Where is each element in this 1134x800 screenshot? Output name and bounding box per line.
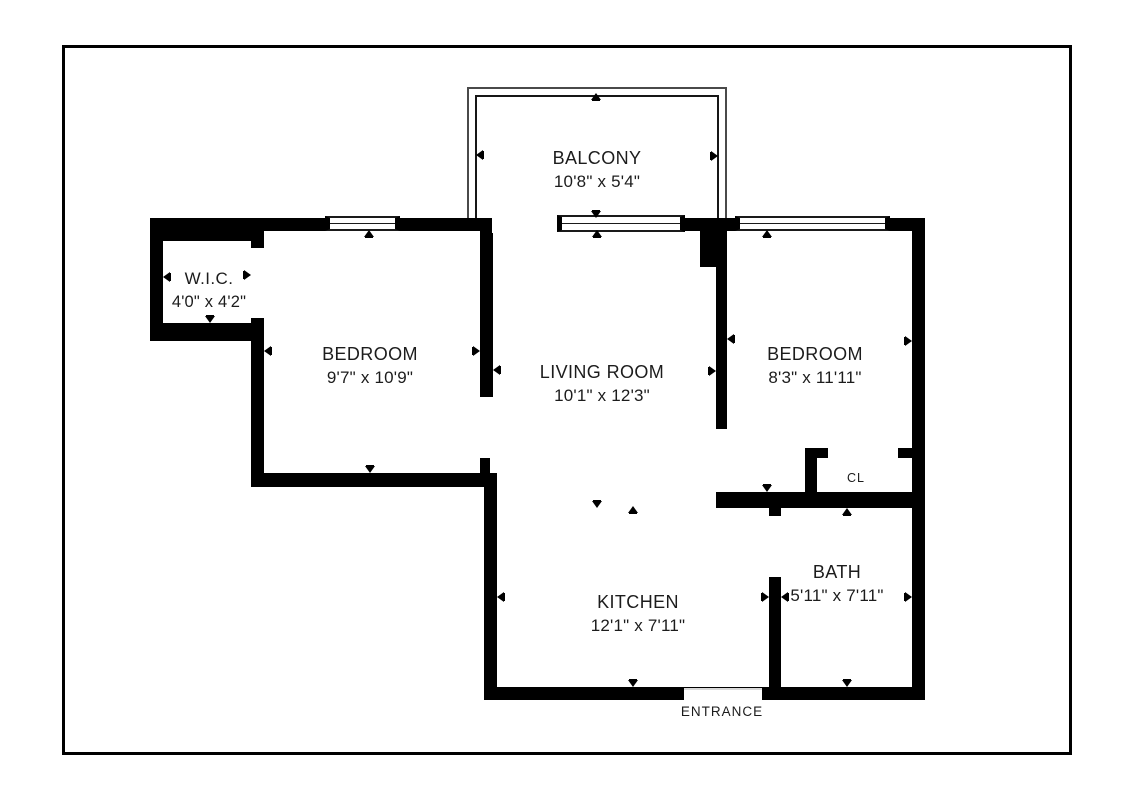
dim-arrow-left-icon (493, 365, 501, 375)
wall-wic-top (150, 218, 255, 241)
dim-arrow-down-icon (628, 679, 638, 687)
wall-bath-left-upper (769, 508, 781, 516)
dim-arrow-down-icon (762, 484, 772, 492)
wall-closet-left (805, 448, 817, 495)
room-dims: 12'1" x 7'11" (590, 616, 686, 635)
room-name: W.I.C. (184, 269, 234, 288)
room-dims: 9'7" x 10'9" (326, 368, 414, 387)
dim-arrow-down-icon (592, 500, 602, 508)
room-name: LIVING ROOM (539, 362, 665, 382)
room-name: KITCHEN (597, 592, 679, 612)
dim-arrow-up-icon (842, 508, 852, 516)
wall-bath-left-lower (769, 577, 781, 700)
room-dims: 8'3" x 11'11" (768, 368, 862, 387)
room-name: BALCONY (552, 148, 642, 168)
wall-bedroom-left-bottom (251, 473, 497, 487)
wall-wic-right-upper (251, 228, 264, 248)
room-name: BEDROOM (322, 344, 418, 364)
dim-arrow-up-icon (364, 230, 374, 238)
entrance-opening (684, 688, 762, 700)
bedroom-left-label: BEDROOM 9'7" x 10'9" (260, 342, 480, 390)
dim-arrow-right-icon (243, 270, 251, 280)
wall-wic-left (150, 218, 163, 341)
dim-arrow-down-icon (365, 465, 375, 473)
wall-right (912, 218, 925, 700)
entrance-label: ENTRANCE (680, 704, 764, 719)
room-dims: 4'0" x 4'2" (171, 293, 247, 311)
dim-arrow-left-icon (476, 150, 484, 160)
bedroom-left-window (325, 216, 400, 231)
wall-divider-living-bedroom (716, 267, 727, 429)
dim-arrow-left-icon (163, 272, 171, 282)
dim-arrow-right-icon (761, 592, 769, 602)
living-room-label: LIVING ROOM 10'1" x 12'3" (492, 360, 712, 408)
dim-arrow-right-icon (710, 151, 718, 161)
dim-arrow-left-icon (264, 346, 272, 356)
dim-arrow-up-icon (591, 93, 601, 101)
wall-wic-bottom (150, 323, 264, 341)
dim-arrow-right-icon (904, 592, 912, 602)
wall-divider-stub (480, 458, 490, 473)
room-name: BATH (812, 562, 862, 582)
balcony-window (557, 215, 685, 232)
wic-label: W.I.C. 4'0" x 4'2" (149, 267, 269, 314)
bedroom-right-label: BEDROOM 8'3" x 11'11" (705, 342, 925, 390)
dim-arrow-down-icon (591, 210, 601, 218)
room-name: BEDROOM (767, 344, 863, 364)
dim-arrow-down-icon (842, 679, 852, 687)
kitchen-label: KITCHEN 12'1" x 7'11" (528, 590, 748, 638)
dim-arrow-left-icon (727, 334, 735, 344)
wall-closet-top-left (805, 448, 828, 458)
room-dims: 10'8" x 5'4" (553, 172, 641, 191)
dim-arrow-right-icon (708, 366, 716, 376)
dim-arrow-up-icon (592, 230, 602, 238)
plan-border-frame (62, 45, 1072, 755)
dim-arrow-up-icon (762, 230, 772, 238)
dim-arrow-right-icon (472, 346, 480, 356)
dim-arrow-left-icon (497, 592, 505, 602)
wall-kitchen-left (484, 473, 497, 700)
wall-closet-top-right (898, 448, 917, 458)
balcony-outer-wall (467, 87, 727, 218)
dim-arrow-right-icon (904, 336, 912, 346)
bedroom-right-window (735, 216, 890, 231)
wall-divider-bedroom-living (480, 228, 493, 397)
closet-label: CL (847, 471, 865, 485)
wall-bedroom-left-outer (251, 318, 264, 487)
balcony-label: BALCONY 10'8" x 5'4" (467, 146, 727, 194)
dim-arrow-up-icon (628, 506, 638, 514)
room-dims: 5'11" x 7'11" (790, 586, 884, 605)
wall-mid-horizontal (716, 492, 925, 508)
room-dims: 10'1" x 12'3" (554, 386, 650, 405)
bath-label: BATH 5'11" x 7'11" (757, 560, 917, 608)
wall-divider-living-bedroom-block (700, 218, 727, 267)
dim-arrow-down-icon (205, 315, 215, 323)
dim-arrow-left-icon (781, 592, 789, 602)
balcony-door-opening (492, 216, 557, 233)
